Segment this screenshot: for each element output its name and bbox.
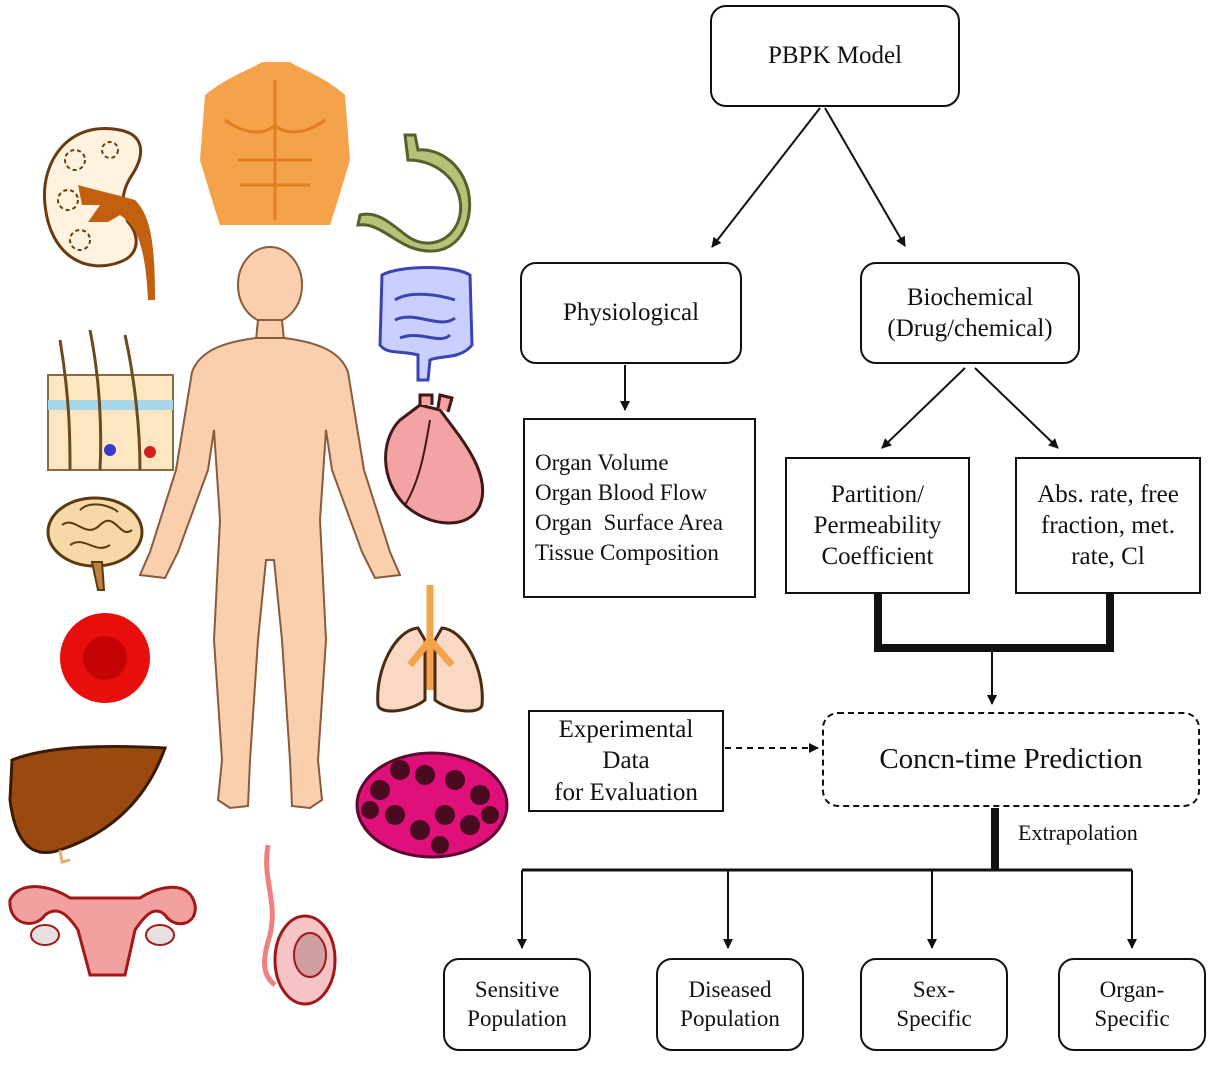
liver-icon	[8, 744, 168, 864]
brain-icon	[46, 496, 144, 591]
absorption-line-2: fraction, met.	[1041, 511, 1175, 539]
absorption-line-3: rate, Cl	[1071, 543, 1145, 571]
red-blood-cell-icon	[60, 613, 150, 703]
kidney-icon	[42, 127, 155, 300]
merge-bracket	[874, 594, 1114, 652]
param-tissue-composition: Tissue Composition	[535, 539, 719, 565]
heart-icon	[384, 393, 485, 525]
partition-line-3: Coefficient	[821, 543, 934, 571]
stomach-icon	[356, 133, 472, 253]
physiological-params-box: Organ Volume Organ Blood Flow Organ Surf…	[523, 418, 756, 598]
experimental-line-1: Experimental	[558, 716, 694, 744]
human-body-icon	[138, 246, 402, 810]
outcome-organ-specific: Organ- Specific	[1058, 958, 1206, 1051]
outcome-line-2: Population	[467, 1005, 567, 1031]
prediction-label: Concn-time Prediction	[879, 743, 1143, 776]
outcome-sensitive-population: Sensitive Population	[443, 958, 591, 1051]
outcome-line-2: Specific	[896, 1005, 972, 1031]
outcome-line-2: Population	[680, 1005, 780, 1031]
outcome-line-1: Organ-	[1099, 976, 1165, 1002]
partition-box: Partition/ Permeability Coefficient	[785, 457, 970, 594]
biochemical-line-2: (Drug/chemical)	[887, 315, 1053, 342]
physiological-box: Physiological	[520, 262, 742, 364]
arrow-biochemical-to-partition	[881, 367, 966, 449]
torso-muscle-icon	[200, 62, 350, 225]
arrow-model-to-physiological	[711, 107, 821, 248]
param-organ-surface-area: Organ Surface Area	[535, 510, 723, 535]
adipose-tissue-icon	[355, 751, 509, 859]
prediction-box: Concn-time Prediction	[822, 712, 1200, 807]
outcome-sex-specific: Sex- Specific	[860, 958, 1008, 1051]
partition-line-1: Partition/	[830, 480, 925, 508]
outcome-line-2: Specific	[1094, 1005, 1170, 1031]
connector-lines	[517, 107, 1137, 949]
intestine-icon	[378, 266, 474, 382]
arrow-model-to-biochemical	[824, 107, 906, 247]
absorption-line-1: Abs. rate, free	[1037, 480, 1179, 508]
partition-line-2: Permeability	[813, 511, 942, 539]
outcome-line-1: Diseased	[688, 976, 772, 1002]
experimental-line-3: for Evaluation	[554, 778, 698, 806]
experimental-data-box: Experimental Data for Evaluation	[528, 710, 724, 812]
outcome-diseased-population: Diseased Population	[656, 958, 804, 1051]
absorption-box: Abs. rate, free fraction, met. rate, Cl	[1015, 457, 1201, 594]
pbpk-model-box: PBPK Model	[710, 5, 960, 107]
param-organ-blood-flow: Organ Blood Flow	[535, 480, 708, 506]
lung-icon	[376, 585, 484, 713]
uterus-icon	[8, 885, 197, 977]
biochemical-box: Biochemical (Drug/chemical)	[860, 262, 1080, 364]
param-organ-volume: Organ Volume	[535, 450, 669, 476]
skin-icon	[47, 329, 174, 471]
outcome-line-1: Sex-	[912, 976, 956, 1002]
pbpk-model-title: PBPK Model	[767, 42, 903, 70]
experimental-line-2: Data	[602, 747, 650, 775]
biochemical-line-1: Biochemical	[906, 283, 1034, 311]
extrapolation-label: Extrapolation	[1018, 820, 1138, 845]
outcome-line-1: Sensitive	[474, 976, 560, 1002]
physiological-label: Physiological	[562, 299, 700, 327]
testis-icon	[262, 844, 337, 1006]
arrow-biochemical-to-absorption	[974, 367, 1059, 449]
